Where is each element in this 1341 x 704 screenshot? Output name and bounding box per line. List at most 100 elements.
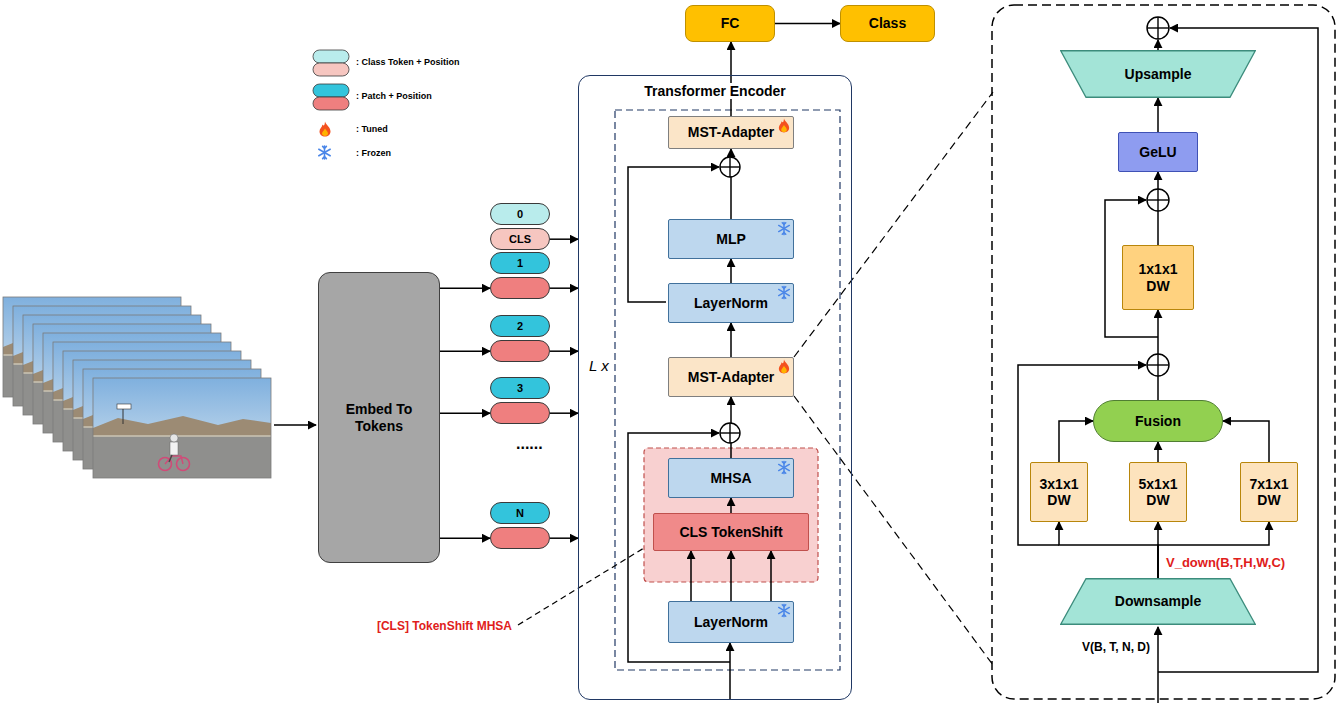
node-label: Fusion <box>1135 413 1181 429</box>
node-label: FC <box>721 15 740 31</box>
trapezoid-shape <box>1061 51 1256 98</box>
connector-arrow <box>550 350 578 352</box>
zoom-leader <box>794 92 993 357</box>
sum-symbol <box>720 157 740 177</box>
connector-arrow <box>730 42 732 116</box>
sum-symbol <box>720 423 740 443</box>
zoom-leader <box>794 396 993 665</box>
node-label: MHSA <box>710 470 751 486</box>
legend-pill <box>313 97 349 110</box>
adapter-box: MST-Adapter <box>668 357 794 397</box>
video-frames <box>3 297 271 478</box>
node-label: LayerNorm <box>694 614 768 630</box>
node-label: GeLU <box>1139 144 1176 160</box>
snowflake-icon <box>777 603 791 618</box>
connector-arrow <box>690 551 692 601</box>
connector-arrow <box>550 287 578 289</box>
node-label: 3x1x1 DW <box>1035 476 1083 508</box>
connector-arrow <box>1157 310 1159 400</box>
node-label: CLS <box>509 233 531 246</box>
process-box: MHSA <box>668 458 794 498</box>
connector-arrow <box>1157 442 1159 462</box>
adapter-box: MST-Adapter <box>668 116 794 149</box>
connector-arrow <box>730 498 732 513</box>
tensor-shape: V(B, T, N, D) <box>1082 640 1150 654</box>
node-label: 1x1x1 DW <box>1132 261 1184 293</box>
icon-shape <box>779 286 790 298</box>
snowflake-icon <box>777 460 791 475</box>
token-pair: 3 <box>490 377 550 424</box>
token-pill: 0 <box>490 203 550 225</box>
trapezoid-shape <box>1061 579 1256 625</box>
connector-arrow <box>550 537 578 539</box>
token-pill: 1 <box>490 252 550 274</box>
token-pill <box>490 277 550 299</box>
token-pair: 2 <box>490 315 550 362</box>
node-label: Transformer Encoder <box>640 83 790 99</box>
upsample-trapezoid: Upsample <box>1060 50 1256 98</box>
skip-line <box>1018 365 1146 545</box>
activation-box: GeLU <box>1118 132 1198 172</box>
connector-arrow <box>440 350 490 352</box>
flame-icon <box>777 118 791 133</box>
connector-arrow <box>550 238 578 240</box>
legend-text: : Patch + Position <box>356 91 432 101</box>
token-pair: N <box>490 502 550 549</box>
icon-shape <box>779 222 790 234</box>
ellipsis-dots: ...... <box>516 441 521 446</box>
detail-panel <box>992 5 1335 699</box>
conv-box: 5x1x1 DW <box>1129 462 1187 522</box>
input-arrow <box>274 424 316 426</box>
token-pill: 2 <box>490 315 550 337</box>
video-frame <box>93 378 271 478</box>
cyclist-figure <box>117 404 190 471</box>
legend-pill <box>313 84 349 97</box>
connector-arrow <box>730 551 732 601</box>
connector-arrow <box>775 23 840 25</box>
connector-arrow <box>1157 98 1159 132</box>
token-pill <box>490 340 550 362</box>
icon-shape <box>779 604 790 616</box>
output-box: FC <box>685 5 775 42</box>
connector-arrow <box>1223 421 1269 462</box>
output-arrow <box>1157 40 1159 50</box>
token-pill: N <box>490 502 550 524</box>
node-label: 7x1x1 DW <box>1245 476 1293 508</box>
node-label: 1 <box>517 257 523 270</box>
sum-symbol <box>1147 17 1169 39</box>
node-label: Downsample <box>1115 593 1201 609</box>
sum-symbol <box>1147 189 1169 211</box>
connector-arrow <box>1059 522 1158 578</box>
callout-leader <box>518 548 644 625</box>
connector-arrow <box>1059 421 1093 462</box>
snowflake-icon <box>319 146 330 159</box>
process-box: MLP <box>668 219 794 259</box>
node-label: MST-Adapter <box>688 369 774 385</box>
connector-arrow <box>730 323 732 357</box>
node-label: Upsample <box>1125 66 1192 82</box>
embed-box: Embed To Tokens <box>318 272 440 563</box>
shift-box: CLS TokenShift <box>653 513 809 551</box>
token-pair: 1 <box>490 252 550 299</box>
output-box: Class <box>840 5 935 42</box>
node-label: MLP <box>716 231 746 247</box>
connector-arrow <box>770 551 772 601</box>
legend-text: : Tuned <box>356 124 388 134</box>
connector-arrow <box>730 259 732 283</box>
encoder-block: Transformer EncoderMST-AdapterMLPLayerNo… <box>578 75 852 700</box>
encoder-input-arrow <box>729 643 731 699</box>
flame-icon <box>777 359 791 374</box>
token-pill: CLS <box>490 228 550 250</box>
fusion-pill: Fusion <box>1093 400 1223 442</box>
conv-box: 1x1x1 DW <box>1122 245 1194 310</box>
icon-shape <box>779 359 789 373</box>
token-pair: 0CLS <box>490 203 550 250</box>
legend-pill <box>313 50 349 63</box>
node-label: 5x1x1 DW <box>1134 476 1182 508</box>
residual-line <box>1158 28 1318 672</box>
snowflake-icon <box>777 221 791 236</box>
legend-pill <box>313 63 349 76</box>
